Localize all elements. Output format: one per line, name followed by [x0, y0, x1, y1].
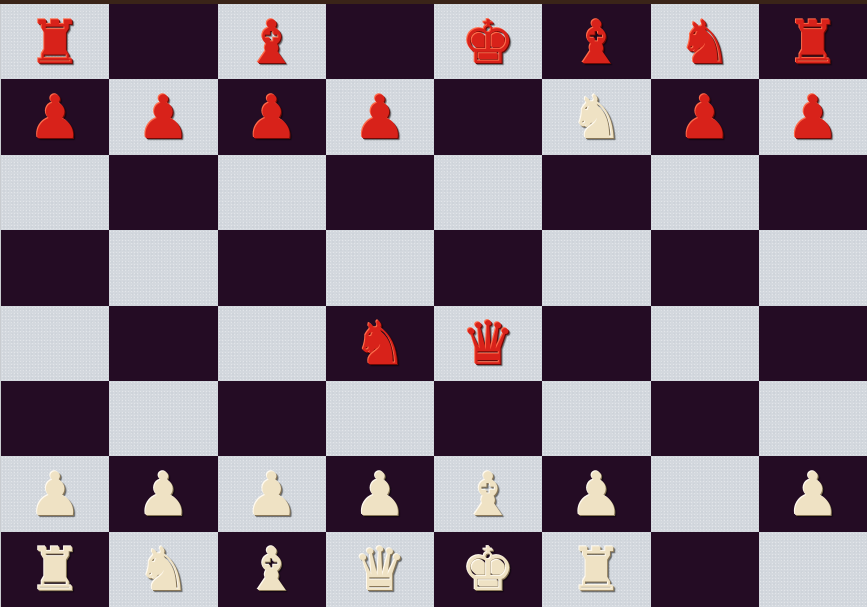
square-h4[interactable] — [759, 306, 867, 381]
square-b7[interactable]: ♟ — [109, 79, 217, 154]
square-g8[interactable]: ♞ — [651, 4, 759, 79]
square-g2[interactable] — [651, 456, 759, 531]
square-g7[interactable]: ♟ — [651, 79, 759, 154]
red-queen-icon[interactable]: ♛ — [461, 314, 515, 374]
red-pawn-icon[interactable]: ♟ — [786, 88, 840, 148]
red-pawn-icon[interactable]: ♟ — [678, 88, 732, 148]
red-pawn-icon[interactable]: ♟ — [353, 88, 407, 148]
square-g3[interactable] — [651, 381, 759, 456]
square-e7[interactable] — [434, 79, 542, 154]
square-b6[interactable] — [109, 155, 217, 230]
square-c3[interactable] — [218, 381, 326, 456]
square-f8[interactable]: ♝ — [542, 4, 650, 79]
square-d1[interactable]: ♛ — [326, 532, 434, 607]
square-h7[interactable]: ♟ — [759, 79, 867, 154]
cream-rook-icon[interactable]: ♜ — [569, 540, 623, 600]
square-a7[interactable]: ♟ — [1, 79, 109, 154]
square-f3[interactable] — [542, 381, 650, 456]
square-c1[interactable]: ♝ — [218, 532, 326, 607]
square-b2[interactable]: ♟ — [109, 456, 217, 531]
cream-pawn-icon[interactable]: ♟ — [786, 465, 840, 525]
red-rook-icon[interactable]: ♜ — [786, 13, 840, 73]
square-g6[interactable] — [651, 155, 759, 230]
square-c2[interactable]: ♟ — [218, 456, 326, 531]
red-king-icon[interactable]: ♚ — [461, 13, 515, 73]
square-h5[interactable] — [759, 230, 867, 305]
red-bishop-icon[interactable]: ♝ — [245, 13, 299, 73]
square-e5[interactable] — [434, 230, 542, 305]
square-e2[interactable]: ♝ — [434, 456, 542, 531]
square-a4[interactable] — [1, 306, 109, 381]
square-h2[interactable]: ♟ — [759, 456, 867, 531]
square-h6[interactable] — [759, 155, 867, 230]
square-a1[interactable]: ♜ — [1, 532, 109, 607]
square-g4[interactable] — [651, 306, 759, 381]
cream-king-icon[interactable]: ♚ — [461, 540, 515, 600]
square-f4[interactable] — [542, 306, 650, 381]
square-d2[interactable]: ♟ — [326, 456, 434, 531]
square-b5[interactable] — [109, 230, 217, 305]
square-g5[interactable] — [651, 230, 759, 305]
square-d4[interactable]: ♞ — [326, 306, 434, 381]
square-b8[interactable] — [109, 4, 217, 79]
cream-pawn-icon[interactable]: ♟ — [136, 465, 190, 525]
square-f5[interactable] — [542, 230, 650, 305]
square-d7[interactable]: ♟ — [326, 79, 434, 154]
cream-pawn-icon[interactable]: ♟ — [28, 465, 82, 525]
red-bishop-icon[interactable]: ♝ — [569, 13, 623, 73]
square-b4[interactable] — [109, 306, 217, 381]
square-c5[interactable] — [218, 230, 326, 305]
red-knight-icon[interactable]: ♞ — [353, 314, 407, 374]
square-e8[interactable]: ♚ — [434, 4, 542, 79]
square-e4[interactable]: ♛ — [434, 306, 542, 381]
cream-pawn-icon[interactable]: ♟ — [569, 465, 623, 525]
red-pawn-icon[interactable]: ♟ — [136, 88, 190, 148]
square-f7[interactable]: ♞ — [542, 79, 650, 154]
square-h3[interactable] — [759, 381, 867, 456]
square-d6[interactable] — [326, 155, 434, 230]
square-a6[interactable] — [1, 155, 109, 230]
square-a5[interactable] — [1, 230, 109, 305]
square-c6[interactable] — [218, 155, 326, 230]
square-b3[interactable] — [109, 381, 217, 456]
square-e6[interactable] — [434, 155, 542, 230]
square-e1[interactable]: ♚ — [434, 532, 542, 607]
square-b1[interactable]: ♞ — [109, 532, 217, 607]
square-h8[interactable]: ♜ — [759, 4, 867, 79]
cream-knight-icon[interactable]: ♞ — [569, 88, 623, 148]
square-a8[interactable]: ♜ — [1, 4, 109, 79]
square-c8[interactable]: ♝ — [218, 4, 326, 79]
chess-board[interactable]: ♜ ♝ ♚ ♝ ♞ ♜ ♟ ♟ ♟ ♟ ♞ ♟ ♟ ♞ ♛ ♟ ♟ ♟ ♟ ♝ ♟ ♟ ♜ ♞ ♝ ♛ ♚ ♜ — [0, 4, 867, 607]
square-d8[interactable] — [326, 4, 434, 79]
red-pawn-icon[interactable]: ♟ — [28, 88, 82, 148]
square-a3[interactable] — [1, 381, 109, 456]
square-g1[interactable] — [651, 532, 759, 607]
red-pawn-icon[interactable]: ♟ — [245, 88, 299, 148]
square-f1[interactable]: ♜ — [542, 532, 650, 607]
square-f6[interactable] — [542, 155, 650, 230]
cream-knight-icon[interactable]: ♞ — [136, 540, 190, 600]
cream-pawn-icon[interactable]: ♟ — [245, 465, 299, 525]
cream-queen-icon[interactable]: ♛ — [353, 540, 407, 600]
cream-pawn-icon[interactable]: ♟ — [353, 465, 407, 525]
square-a2[interactable]: ♟ — [1, 456, 109, 531]
cream-rook-icon[interactable]: ♜ — [28, 540, 82, 600]
square-d3[interactable] — [326, 381, 434, 456]
red-rook-icon[interactable]: ♜ — [28, 13, 82, 73]
square-h1[interactable] — [759, 532, 867, 607]
cream-bishop-icon[interactable]: ♝ — [461, 465, 515, 525]
cream-bishop-icon[interactable]: ♝ — [245, 540, 299, 600]
square-f2[interactable]: ♟ — [542, 456, 650, 531]
square-c7[interactable]: ♟ — [218, 79, 326, 154]
square-e3[interactable] — [434, 381, 542, 456]
square-c4[interactable] — [218, 306, 326, 381]
red-knight-icon[interactable]: ♞ — [678, 13, 732, 73]
square-d5[interactable] — [326, 230, 434, 305]
